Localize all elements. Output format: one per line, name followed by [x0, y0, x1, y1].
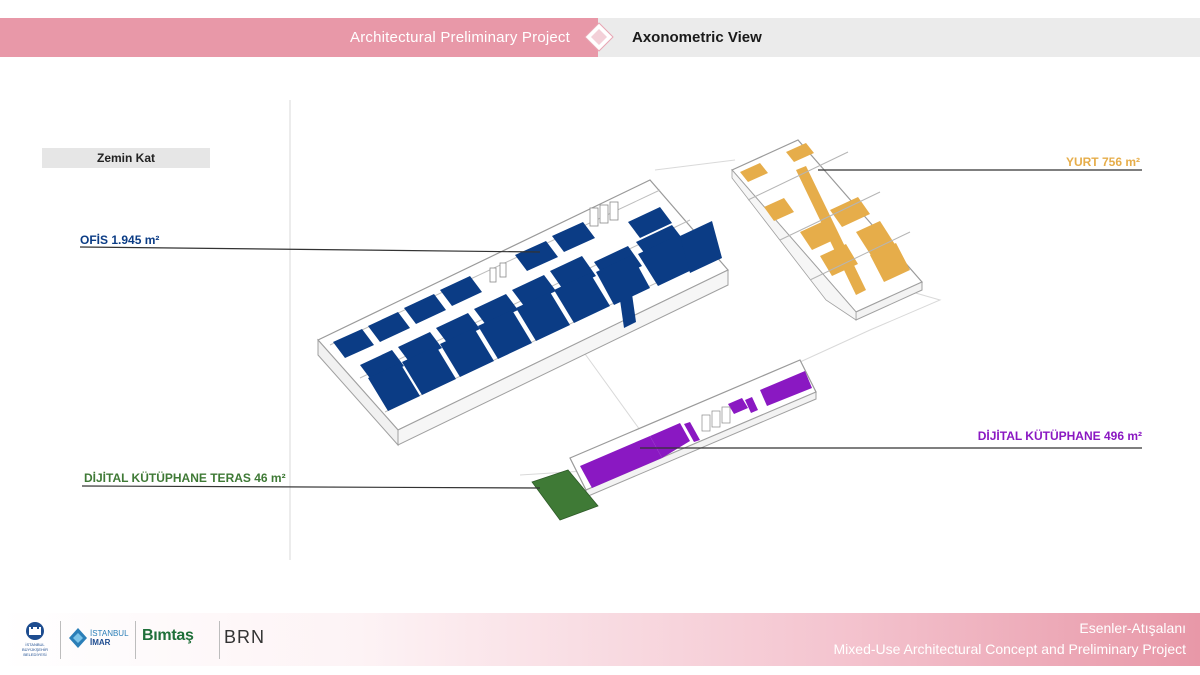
ibb-emblem-icon	[26, 622, 44, 640]
footer-location: Esenler-Atışalanı	[1079, 620, 1186, 636]
logo-separator	[60, 621, 61, 659]
ibb-text-2: BÜYÜKŞEHİR	[21, 647, 48, 652]
dijital-area-label: DİJİTAL KÜTÜPHANE 496 m²	[977, 429, 1142, 443]
ofis-rooms	[333, 207, 722, 411]
floor-label: Zemin Kat	[42, 148, 210, 168]
teras-area-label: DİJİTAL KÜTÜPHANE TERAS 46 m²	[84, 471, 286, 485]
ibb-logo: İSTANBUL BÜYÜKŞEHİR BELEDİYESİ	[18, 613, 52, 666]
footer-project-title: Mixed-Use Architectural Concept and Prel…	[833, 641, 1186, 657]
imar-diamond-icon	[69, 628, 87, 648]
yurt-area-label: YURT 756 m²	[1065, 155, 1140, 169]
logo-separator	[135, 621, 136, 659]
imar-text-1: İSTANBUL	[90, 629, 129, 638]
brn-text: BRN	[224, 627, 266, 647]
yurt-rooms	[740, 143, 910, 295]
axonometric-drawing	[79, 100, 1142, 560]
bimtas-logo: Bımtaş	[142, 613, 214, 666]
ofis-building	[317, 179, 729, 447]
brn-logo: BRN	[224, 613, 274, 666]
yurt-building	[731, 139, 923, 321]
istanbul-imar-logo: İSTANBUL İMAR	[68, 613, 132, 666]
dijital-building	[569, 359, 817, 498]
section-title: Architectural Preliminary Project	[350, 29, 570, 46]
view-title: Axonometric View	[632, 29, 762, 46]
ofis-leader-line	[79, 246, 541, 253]
ibb-text-1: İSTANBUL	[25, 642, 45, 647]
header-bar: Architectural Preliminary Project Axonom…	[0, 18, 1200, 57]
imar-text-2: İMAR	[90, 638, 111, 647]
footer-bar: İSTANBUL BÜYÜKŞEHİR BELEDİYESİ İSTANBUL …	[0, 613, 1200, 666]
teras-area	[531, 469, 599, 521]
logo-separator	[219, 621, 220, 659]
ofis-area-label: OFİS 1.945 m²	[80, 233, 160, 247]
dijital-rooms	[580, 371, 812, 488]
diamond-divider-icon	[584, 22, 614, 52]
bimtas-text: Bımtaş	[142, 627, 194, 644]
header-pink-band	[0, 18, 598, 57]
teras-leader-line	[81, 485, 541, 489]
header-grey-band	[598, 18, 1200, 57]
ibb-text-3: BELEDİYESİ	[23, 652, 47, 657]
